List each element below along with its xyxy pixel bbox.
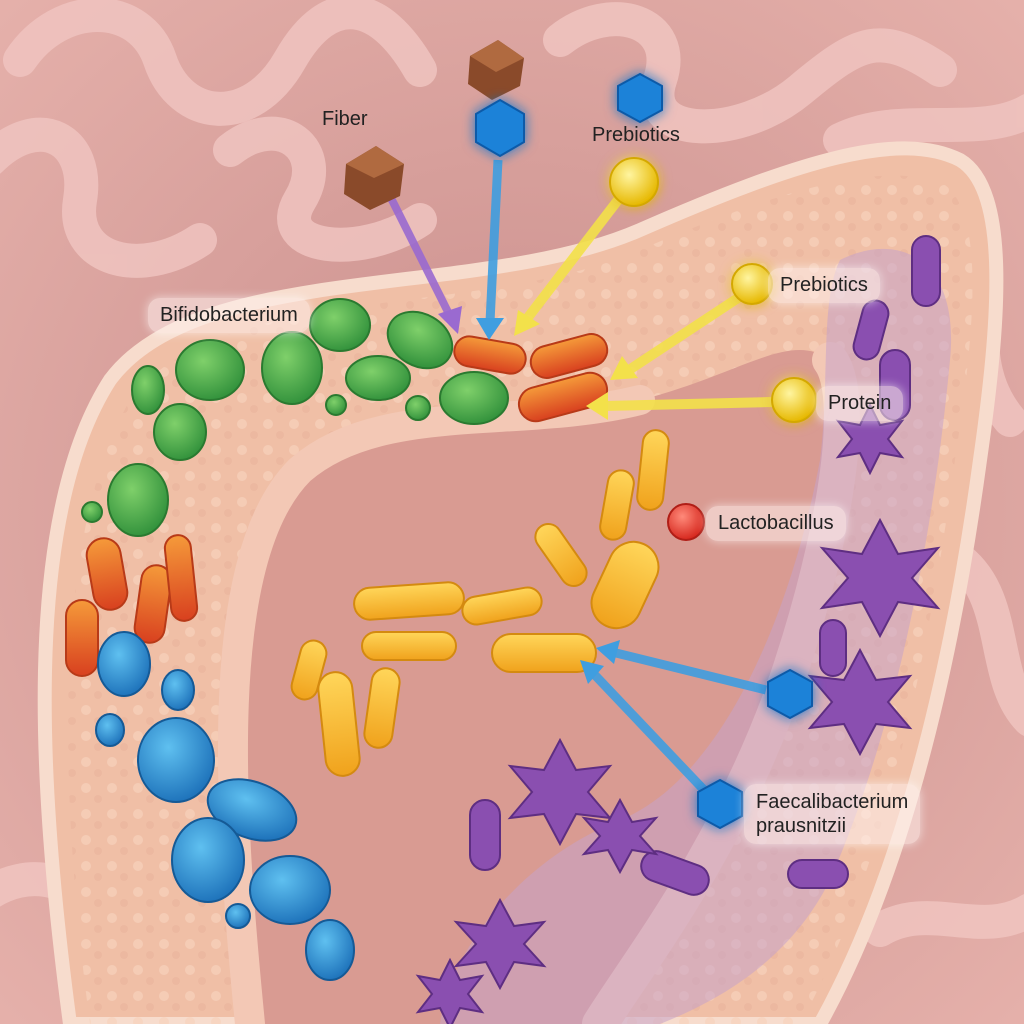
fiber-label: Fiber xyxy=(322,108,368,131)
lactobacillus-label: Lactobacillus xyxy=(706,506,846,541)
prebiotics-label-top: Prebiotics xyxy=(592,124,680,147)
red-dot-icon xyxy=(668,504,704,540)
yellow-sphere-icon xyxy=(772,378,816,422)
faecalibacterium-label-line1: Faecalibacterium xyxy=(756,790,908,814)
yellow-sphere-icon xyxy=(610,158,658,206)
protein-label: Protein xyxy=(816,386,903,421)
bifidobacterium-label: Bifidobacterium xyxy=(148,298,310,333)
faecalibacterium-label-line2: prausnitzii xyxy=(756,814,908,838)
prebiotics-label-right: Prebiotics xyxy=(768,268,880,303)
faecalibacterium-label: Faecalibacterium prausnitzii xyxy=(744,784,920,844)
yellow-sphere-icon xyxy=(732,264,772,304)
